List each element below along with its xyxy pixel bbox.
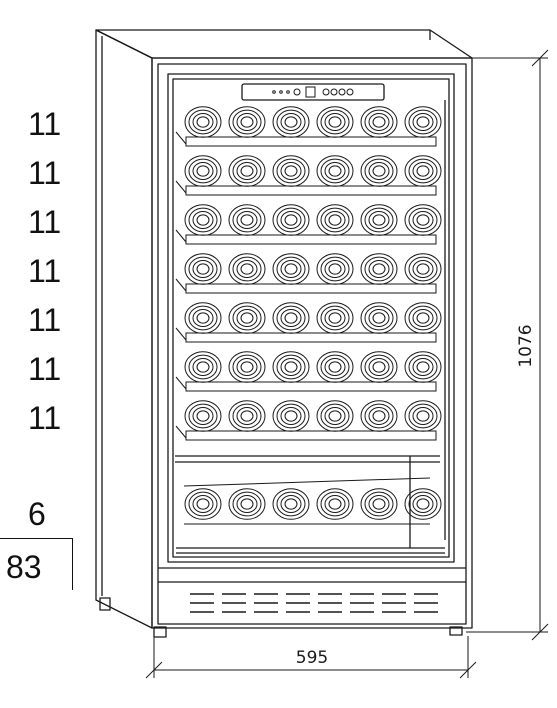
shelf-capacity-label: 11 [28, 204, 62, 240]
control-button [322, 88, 330, 96]
wine-bottle [228, 253, 266, 285]
shelf-rail [185, 283, 437, 294]
control-panel [241, 83, 385, 101]
wine-bottle [316, 400, 354, 432]
power-button [293, 88, 301, 96]
wine-bottle [184, 302, 222, 334]
wine-bottle [228, 488, 266, 520]
wine-bottle [360, 488, 398, 520]
display-window [305, 86, 316, 98]
wine-bottle [404, 351, 442, 383]
foot-right-front [449, 626, 463, 636]
wine-bottle [228, 204, 266, 236]
wine-bottle [184, 106, 222, 138]
width-dimension-label: 595 [296, 648, 328, 668]
wine-bottle [272, 302, 310, 334]
control-button [338, 88, 346, 96]
shelf-capacity-label: 11 [28, 302, 62, 338]
wine-bottle [272, 400, 310, 432]
shelf-rail [185, 430, 437, 441]
wine-bottle [360, 253, 398, 285]
wine-bottle [272, 204, 310, 236]
shelf-rail [185, 234, 437, 245]
wine-bottle [228, 302, 266, 334]
cabinet-front [151, 57, 473, 629]
wine-bottle [316, 204, 354, 236]
wine-bottle [228, 106, 266, 138]
height-dimension-label: 1076 [516, 324, 536, 367]
wine-bottle [360, 204, 398, 236]
wine-bottle [404, 155, 442, 187]
bottle-shelf [175, 302, 442, 343]
bottle-shelf [175, 204, 442, 245]
wine-bottle [316, 351, 354, 383]
shelf-capacity-label: 11 [28, 155, 62, 191]
wine-bottle [184, 253, 222, 285]
wine-bottle [316, 155, 354, 187]
indicator-dot [272, 90, 276, 94]
shelf-capacity-label: 11 [28, 400, 62, 436]
shelf-capacity-label: 11 [28, 253, 62, 289]
wine-bottle [404, 302, 442, 334]
foot-left-back [99, 597, 111, 611]
total-divider-bracket [72, 538, 73, 590]
bottle-shelf [175, 253, 442, 294]
shelf-rail [185, 136, 437, 147]
wine-bottle [404, 106, 442, 138]
wine-bottle [360, 302, 398, 334]
indicator-dot [286, 90, 290, 94]
shelf-rail [185, 381, 437, 392]
wine-bottle [404, 400, 442, 432]
glass-door [167, 73, 455, 563]
shelf-capacity-label: 11 [28, 106, 62, 142]
wine-bottle [228, 351, 266, 383]
foot-left-front [153, 626, 167, 638]
wine-bottle [272, 351, 310, 383]
bottle-shelf [175, 400, 442, 441]
wine-bottle [316, 106, 354, 138]
wine-bottle [184, 400, 222, 432]
wine-bottle [316, 488, 354, 520]
wine-bottle [184, 155, 222, 187]
wine-bottle [404, 204, 442, 236]
wine-bottle [272, 106, 310, 138]
total-divider-line [0, 538, 72, 539]
total-capacity-label: 83 [6, 549, 42, 585]
bottle-shelf [175, 155, 442, 196]
wine-bottle [404, 253, 442, 285]
control-button [330, 88, 338, 96]
wine-bottle [228, 400, 266, 432]
wine-bottle [360, 106, 398, 138]
cabinet-top [95, 29, 473, 59]
wine-bottle [360, 400, 398, 432]
height-dimension [466, 49, 549, 641]
wine-bottle [404, 488, 442, 520]
wine-bottle [184, 204, 222, 236]
bottom-capacity-label: 6 [28, 496, 46, 532]
wine-bottle [228, 155, 266, 187]
width-dimension [145, 636, 477, 679]
wine-bottle [184, 351, 222, 383]
wine-bottle [272, 253, 310, 285]
wine-bottle [316, 253, 354, 285]
shelf-rail [185, 185, 437, 196]
wine-bottle [316, 302, 354, 334]
bottle-shelf [175, 351, 442, 392]
wine-bottle [272, 155, 310, 187]
wine-bottle [360, 155, 398, 187]
bottom-rack [183, 477, 442, 525]
cabinet-left-side [95, 29, 153, 629]
bottle-shelf [175, 106, 442, 147]
wine-bottle [272, 488, 310, 520]
shelf-capacity-label: 11 [28, 351, 62, 387]
shelf-rail [185, 332, 437, 343]
control-button [346, 88, 354, 96]
wine-bottle [360, 351, 398, 383]
indicator-dot [279, 90, 283, 94]
wine-bottle [184, 488, 222, 520]
